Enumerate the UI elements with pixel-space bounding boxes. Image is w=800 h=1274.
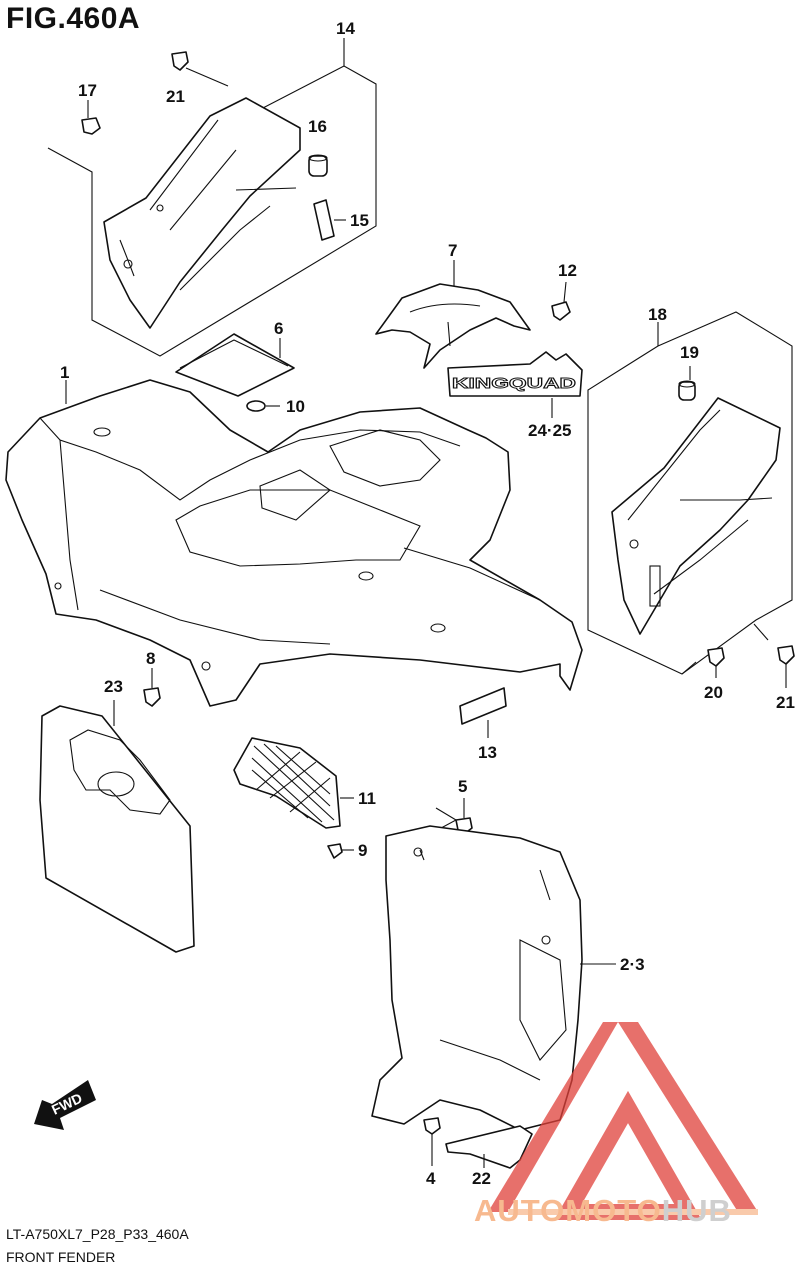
part-23-mud-guard[interactable] bbox=[39, 700, 195, 953]
callout-labels: 14 17 21 16 15 7 12 6 18 19 1 10 24·25 8… bbox=[60, 19, 795, 1188]
part-8-bolt[interactable] bbox=[143, 668, 161, 707]
part-21-clip-lower[interactable] bbox=[777, 645, 795, 688]
watermark-text: AUTOMOTOHUB bbox=[474, 1193, 732, 1229]
callout-9: 9 bbox=[358, 841, 367, 860]
callout-16: 16 bbox=[308, 117, 327, 136]
callout-21-upper: 21 bbox=[166, 87, 185, 106]
figure-code: LT-A750XL7_P28_P33_460A bbox=[6, 1226, 189, 1242]
figure-name: FRONT FENDER bbox=[6, 1249, 116, 1265]
callout-6: 6 bbox=[274, 319, 283, 338]
callout-21-lower: 21 bbox=[776, 693, 795, 712]
part-9-screw[interactable] bbox=[327, 843, 354, 859]
callout-5: 5 bbox=[458, 777, 467, 796]
callout-11: 11 bbox=[358, 789, 376, 808]
part-22-cover[interactable] bbox=[445, 1125, 533, 1169]
part-15-tape[interactable] bbox=[313, 199, 346, 241]
callout-24-25: 24·25 bbox=[528, 421, 571, 440]
callout-8: 8 bbox=[146, 649, 155, 668]
callout-15: 15 bbox=[350, 211, 369, 230]
callout-10: 10 bbox=[286, 397, 305, 416]
part-6-pad[interactable] bbox=[175, 333, 295, 397]
callout-2-3: 2·3 bbox=[620, 955, 645, 974]
callout-19: 19 bbox=[680, 343, 699, 362]
callout-7: 7 bbox=[448, 241, 457, 260]
emblem-text: KINGQUAD bbox=[452, 375, 576, 392]
callout-20: 20 bbox=[704, 683, 723, 702]
part-20-clip[interactable] bbox=[707, 647, 725, 678]
part-2-3-inner-fender[interactable] bbox=[371, 825, 616, 1131]
emblem-24-25[interactable]: KINGQUAD bbox=[447, 351, 583, 418]
part-19-grommet[interactable] bbox=[678, 366, 696, 401]
watermark-text-part1: AUTOMOTO bbox=[474, 1193, 662, 1228]
callout-17: 17 bbox=[78, 81, 97, 100]
callout-23: 23 bbox=[104, 677, 123, 696]
callout-18: 18 bbox=[648, 305, 667, 324]
callout-12: 12 bbox=[558, 261, 577, 280]
watermark-text-part2: HUB bbox=[661, 1193, 732, 1228]
figure-title: FIG.460A bbox=[6, 2, 141, 35]
callout-13: 13 bbox=[478, 743, 497, 762]
part-16-grommet[interactable] bbox=[308, 154, 328, 177]
part-12-clip[interactable] bbox=[551, 281, 571, 321]
part-1-front-fender[interactable] bbox=[5, 379, 583, 707]
box-14 bbox=[47, 38, 377, 357]
fwd-arrow-icon: FWD bbox=[34, 1080, 96, 1130]
part-4-bolt[interactable] bbox=[423, 1117, 441, 1166]
callout-1: 1 bbox=[60, 363, 69, 382]
callout-22: 22 bbox=[472, 1169, 491, 1188]
callout-4: 4 bbox=[426, 1169, 436, 1188]
watermark-logo-icon bbox=[488, 1022, 758, 1220]
part-21-clip-upper[interactable] bbox=[171, 51, 229, 87]
part-13-tape[interactable] bbox=[459, 687, 507, 738]
part-7-cover[interactable] bbox=[375, 260, 531, 369]
box-18 bbox=[587, 311, 793, 675]
part-10-grommet[interactable] bbox=[246, 400, 280, 412]
callout-14: 14 bbox=[336, 19, 355, 38]
part-18-side-panel[interactable] bbox=[611, 397, 781, 635]
part-11-grille[interactable] bbox=[233, 737, 354, 829]
part-14-side-panel[interactable] bbox=[103, 97, 301, 329]
part-17-clip[interactable] bbox=[81, 100, 101, 135]
